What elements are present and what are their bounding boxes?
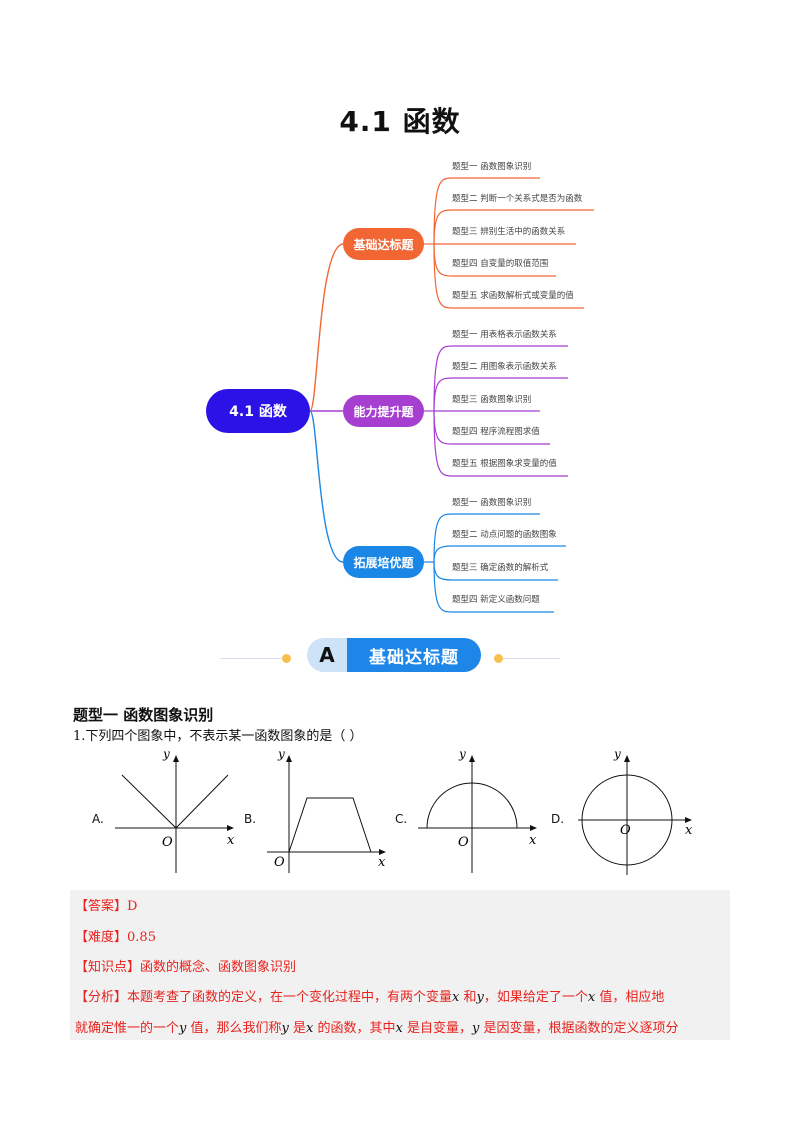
leaf-ability-5: 题型五 根据图象求变量的值 <box>452 459 557 469</box>
analysis-text: 本题考查了函数的定义，在一个变化过程中，有两个变量 <box>127 990 453 1005</box>
analysis-text: ，如果给定了一个 <box>483 990 588 1005</box>
leaf-ability-4: 题型四 程序流程图求值 <box>452 427 540 437</box>
branch-node-basic: 基础达标题 <box>343 228 424 260</box>
math-var: x <box>306 1021 314 1036</box>
math-var: x <box>395 1021 403 1036</box>
leaf-extension-1: 题型一 函数图象识别 <box>452 498 532 508</box>
knowledge-value: 函数的概念、函数图象识别 <box>140 960 297 975</box>
option-a-label: A. <box>92 812 104 826</box>
difficulty-value: 0.85 <box>127 930 156 945</box>
svg-text:O: O <box>162 835 173 850</box>
branch-node-ability: 能力提升题 <box>343 395 424 427</box>
math-var: y <box>472 1021 480 1036</box>
leaf-extension-3: 题型三 确定函数的解析式 <box>452 563 549 573</box>
branch-node-extension: 拓展培优题 <box>343 546 424 578</box>
mind-map-root-node: 4.1 函数 <box>206 389 310 433</box>
math-var: y <box>476 990 484 1005</box>
banner-left-line <box>220 658 282 659</box>
svg-text:O: O <box>458 835 469 850</box>
math-var: x <box>587 990 596 1005</box>
answer-value: D <box>127 899 138 914</box>
mind-map-connectors <box>309 177 594 613</box>
difficulty-tag: 【难度】 <box>75 930 128 945</box>
svg-text:x: x <box>378 855 386 870</box>
option-d-label: D. <box>551 812 565 826</box>
option-d-graph: y x O <box>578 750 693 875</box>
knowledge-row: 【知识点】函数的概念、函数图象识别 <box>75 956 296 975</box>
leaf-basic-5: 题型五 求函数解析式或变量的值 <box>452 291 574 301</box>
analysis-text: 值，那么我们称 <box>190 1021 282 1036</box>
answer-row: 【答案】D <box>75 895 137 914</box>
math-var: x <box>452 990 460 1005</box>
analysis-text: 和 <box>463 990 477 1005</box>
option-b-label: B. <box>244 812 257 826</box>
section-banner: A 基础达标题 <box>220 635 560 675</box>
svg-text:y: y <box>613 750 621 761</box>
math-var: y <box>179 1021 187 1036</box>
analysis-row-1: 【分析】本题考查了函数的定义，在一个变化过程中，有两个变量x 和y，如果给定了一… <box>75 986 664 1005</box>
analysis-row-2: 就确定惟一的一个y 值，那么我们称y 是x 的函数，其中x 是自变量，y 是因变… <box>75 1017 679 1036</box>
banner-right-dot <box>494 654 503 663</box>
banner-letter: A <box>307 638 347 672</box>
leaf-ability-1: 题型一 用表格表示函数关系 <box>452 330 557 340</box>
banner-right-line <box>503 658 560 659</box>
y-axis-label: y <box>162 750 170 761</box>
svg-text:x: x <box>227 833 235 848</box>
svg-text:x: x <box>685 823 693 838</box>
option-c-label: C. <box>395 812 408 826</box>
banner-label: 基础达标题 <box>347 638 481 672</box>
option-a-graph: y x O <box>115 750 235 873</box>
difficulty-row: 【难度】0.85 <box>75 926 156 945</box>
document-title: 4.1 函数 <box>339 105 461 138</box>
svg-text:O: O <box>620 823 631 838</box>
analysis-text: 是自变量， <box>407 1021 473 1036</box>
option-b-graph: y x O <box>267 750 386 873</box>
leaf-ability-2: 题型二 用图象表示函数关系 <box>452 362 557 372</box>
leaf-basic-3: 题型三 辨别生活中的函数关系 <box>452 227 566 237</box>
analysis-text: 值，相应地 <box>599 990 665 1005</box>
leaf-extension-4: 题型四 新定义函数问题 <box>452 595 540 605</box>
banner-pill: A 基础达标题 <box>307 638 481 672</box>
banner-left-dot <box>282 654 291 663</box>
svg-text:x: x <box>529 833 537 848</box>
analysis-text: 是 <box>293 1021 307 1036</box>
section-heading: 题型一 函数图象识别 <box>73 706 214 724</box>
svg-text:y: y <box>458 750 466 761</box>
analysis-tag: 【分析】 <box>75 990 128 1005</box>
option-c-graph: y x O <box>418 750 537 873</box>
leaf-extension-2: 题型二 动点问题的函数图象 <box>452 530 557 540</box>
leaf-basic-4: 题型四 自变量的取值范围 <box>452 259 549 269</box>
svg-text:O: O <box>274 855 285 870</box>
analysis-text: 的函数，其中 <box>317 1021 396 1036</box>
answer-panel: 【答案】D 【难度】0.85 【知识点】函数的概念、函数图象识别 【分析】本题考… <box>70 890 730 1040</box>
question-text: 1.下列四个图象中，不表示某一函数图象的是（ ） <box>73 729 363 744</box>
mind-map: 4.1 函数 基础达标题 能力提升题 拓展培优题 题型一 函数图象识别 题型二 … <box>206 162 594 613</box>
analysis-text: 就确定惟一的一个 <box>75 1021 180 1036</box>
analysis-text: 是因变量，根据函数的定义逐项分 <box>483 1021 679 1036</box>
knowledge-tag: 【知识点】 <box>75 960 141 975</box>
leaf-basic-1: 题型一 函数图象识别 <box>452 162 532 172</box>
math-var: y <box>281 1021 289 1036</box>
answer-tag: 【答案】 <box>75 899 128 914</box>
leaf-basic-2: 题型二 判断一个关系式是否为函数 <box>452 194 583 204</box>
leaf-ability-3: 题型三 函数图象识别 <box>452 395 532 405</box>
svg-text:y: y <box>277 750 285 761</box>
